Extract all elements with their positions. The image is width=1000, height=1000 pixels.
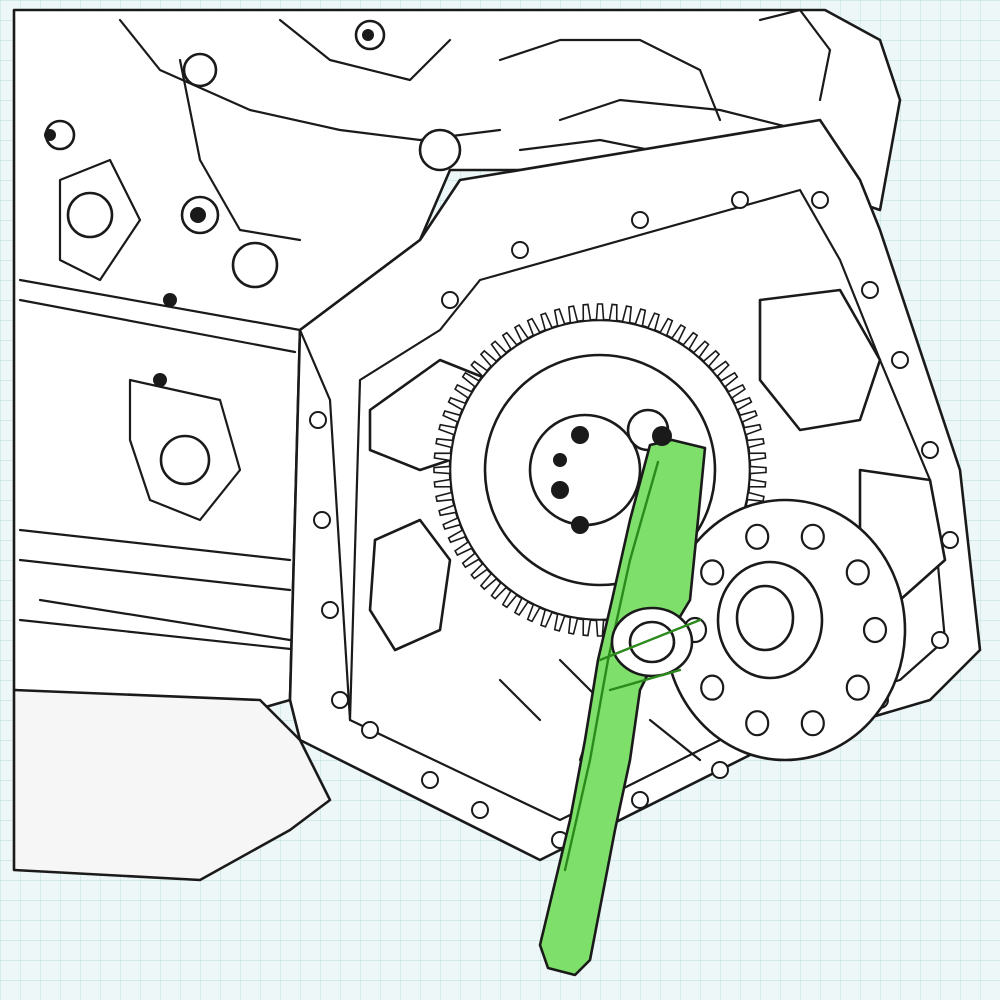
gear-tooth <box>438 423 458 436</box>
hub-bolt-hole <box>745 523 770 550</box>
hub-bolt-hole <box>800 710 825 737</box>
gear-tooth <box>634 308 647 328</box>
gear-tooth <box>526 317 542 337</box>
plate-bolt-hole <box>921 441 939 459</box>
gear-tooth <box>746 437 765 449</box>
gear-tooth <box>567 305 579 324</box>
gear-tooth <box>433 452 452 462</box>
hub-bolt-hole <box>700 559 725 586</box>
plate-bolt-hole <box>861 281 879 299</box>
gear-tooth <box>540 608 554 628</box>
plate-bolt-hole <box>811 191 829 209</box>
gear-tooth <box>454 383 474 400</box>
plate-bolt-hole <box>361 721 379 739</box>
gear-tooth <box>582 303 592 322</box>
gear-tooth <box>692 340 710 359</box>
gear-tooth <box>435 437 454 449</box>
plate-bolt-hole <box>471 801 489 819</box>
gear-tooth <box>454 540 474 557</box>
gear-tooth <box>433 465 451 475</box>
gear-tooth <box>433 478 452 488</box>
hub-bolt-hole <box>845 674 870 701</box>
plate-bolt-hole <box>631 791 649 809</box>
gear-tooth <box>658 317 674 337</box>
gear-tooth <box>435 491 454 503</box>
gear-tooth <box>702 349 721 368</box>
gear-tooth <box>513 324 530 344</box>
hub-bolt-hole <box>800 523 825 550</box>
gear-tooth <box>748 478 767 488</box>
plate-bolt-hole <box>931 631 949 649</box>
plate-bolt-hole <box>321 601 339 619</box>
gear-tooth <box>553 612 566 632</box>
holding-tool <box>538 426 707 977</box>
plate-bolt-hole <box>511 241 529 259</box>
gear-tooth <box>461 371 481 389</box>
gear-tooth <box>595 303 605 321</box>
gear-tooth <box>733 396 753 412</box>
plate-bolt-hole <box>891 351 909 369</box>
gear-tooth <box>749 465 767 475</box>
plate-bolt-hole <box>941 531 959 549</box>
plate-bolt-hole <box>421 771 439 789</box>
gear-tooth <box>540 312 554 332</box>
plate-bolt-hole <box>309 411 327 429</box>
gear-tooth <box>726 383 746 400</box>
gear-tooth <box>513 596 530 616</box>
gear-tooth <box>470 562 489 580</box>
gear-tooth <box>526 603 542 623</box>
gear-tooth <box>553 308 566 328</box>
hub-bolt-hole <box>700 674 725 701</box>
plate-bolt-hole <box>731 191 749 209</box>
tool-edge <box>563 460 660 872</box>
plate-bolt-hole <box>331 691 349 709</box>
gear-tooth <box>461 551 481 569</box>
gear-tooth <box>447 396 467 412</box>
gear-tooth <box>490 581 508 600</box>
crankshaft-hub <box>663 498 907 762</box>
gear-tooth <box>670 324 687 344</box>
gear-tooth <box>595 619 605 637</box>
gear-tooth <box>742 423 762 436</box>
gear-tooth <box>711 360 730 378</box>
hub-bolt-hole <box>845 559 870 586</box>
gear-tooth <box>479 349 498 368</box>
gear-tooth <box>470 360 489 378</box>
hub-bolt-hole <box>862 616 888 644</box>
gear-tooth <box>582 618 592 637</box>
gear-tooth <box>501 589 519 609</box>
gear-tooth <box>681 331 699 351</box>
gear-tooth <box>479 572 498 591</box>
gear-tooth <box>501 331 519 351</box>
plate-bolt-hole <box>441 291 459 309</box>
hub-bore <box>735 584 795 652</box>
gear-tooth <box>748 452 767 462</box>
gear-tooth <box>719 371 739 389</box>
gear-tooth <box>567 616 579 635</box>
gear-tooth <box>738 410 758 424</box>
plate-bolt-hole <box>631 211 649 229</box>
plate-bolt-hole <box>711 761 729 779</box>
tool-bar <box>538 438 707 977</box>
gear-tooth <box>646 312 660 332</box>
gear-tooth <box>447 528 467 544</box>
cylinder-block <box>12 8 902 882</box>
gear-tooth <box>608 303 618 322</box>
gear-tooth <box>621 305 633 324</box>
plate-bolt-hole <box>313 511 331 529</box>
hub-bolt-hole <box>745 710 770 737</box>
tool-clamp-bolt <box>628 620 676 664</box>
gear-tooth <box>438 504 458 517</box>
gear-tooth <box>490 340 508 359</box>
gear-tooth <box>442 516 462 530</box>
plate-bolt-holes <box>309 191 959 849</box>
gear-tooth <box>442 410 462 424</box>
